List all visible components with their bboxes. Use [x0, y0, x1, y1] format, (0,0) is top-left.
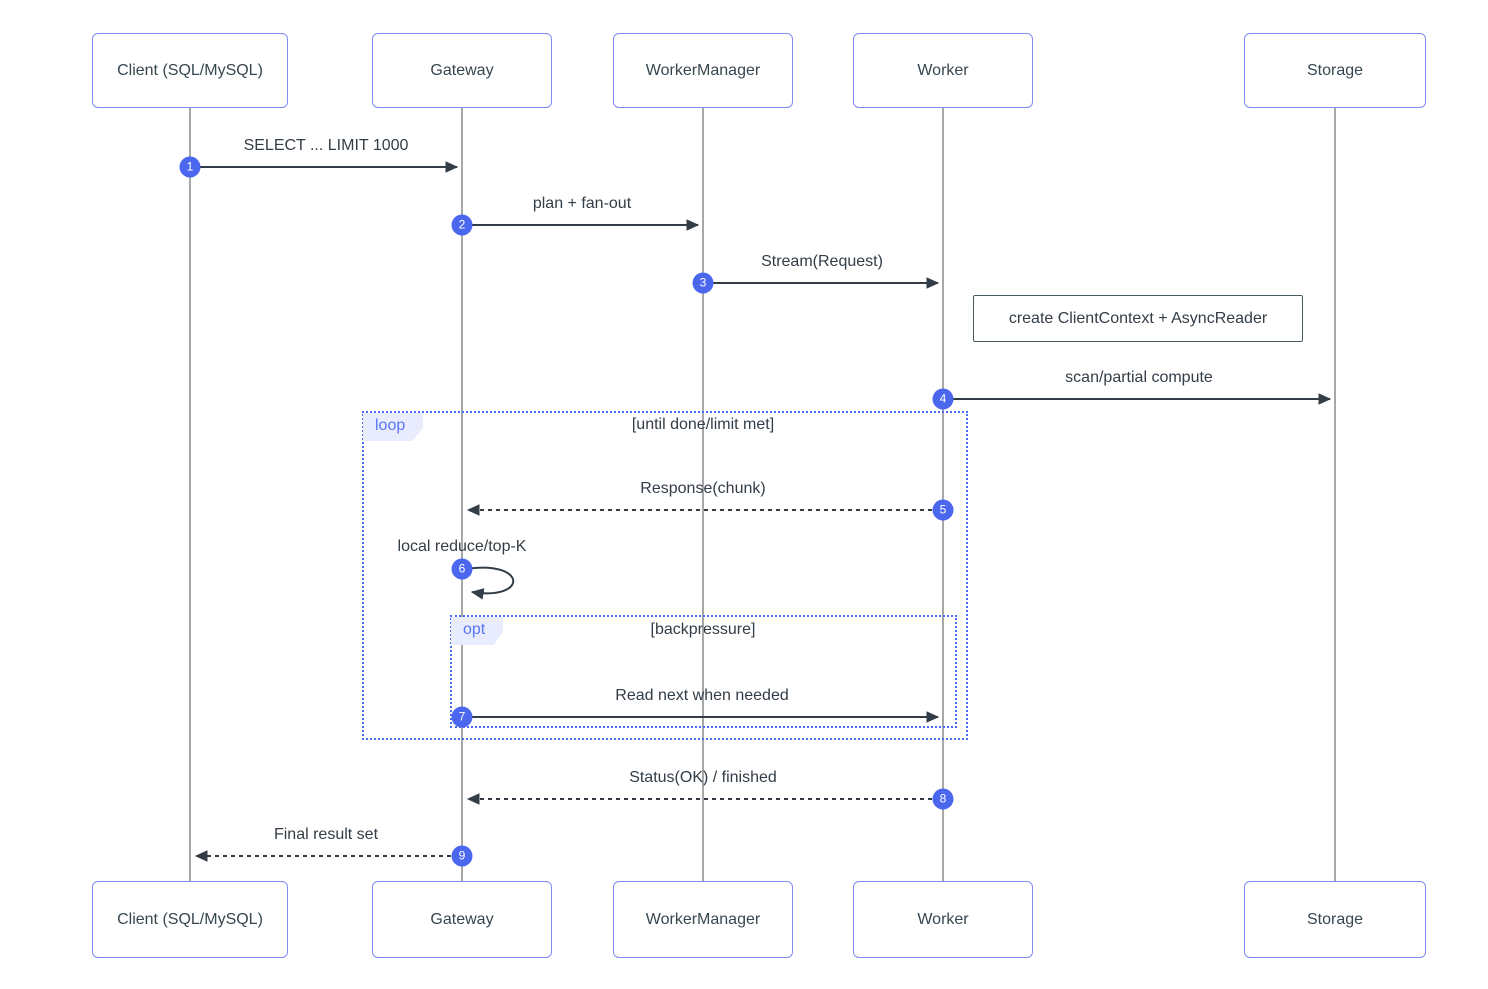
seq-badge-3: 3 — [692, 272, 714, 294]
message-label-4: scan/partial compute — [1065, 369, 1213, 386]
seq-badge-4: 4 — [932, 388, 954, 410]
seq-badge-8: 8 — [932, 788, 954, 810]
message-label-5: Response(chunk) — [640, 480, 766, 497]
loop-frame — [362, 411, 968, 740]
actor-top-workermanager: WorkerManager — [613, 33, 793, 108]
lifeline-client — [189, 108, 191, 881]
actor-bottom-worker: Worker — [853, 881, 1033, 958]
opt-label: opt — [451, 617, 504, 645]
lifeline-gateway — [461, 108, 463, 881]
lifeline-storage — [1334, 108, 1336, 881]
actor-top-client: Client (SQL/MySQL) — [92, 33, 288, 108]
actor-bottom-workermanager: WorkerManager — [613, 881, 793, 958]
self-loop-line-6 — [465, 566, 515, 600]
seq-badge-5: 5 — [932, 499, 954, 521]
actor-top-storage: Storage — [1244, 33, 1426, 108]
seq-badge-7: 7 — [451, 706, 473, 728]
seq-badge-6: 6 — [451, 558, 473, 580]
message-label-3: Stream(Request) — [761, 253, 883, 270]
actor-top-worker: Worker — [853, 33, 1033, 108]
note-over-worker-storage: create ClientContext + AsyncReader — [973, 295, 1303, 342]
message-label-8: Status(OK) / finished — [629, 769, 777, 786]
message-label-1: SELECT ... LIMIT 1000 — [243, 137, 409, 154]
seq-badge-2: 2 — [451, 214, 473, 236]
actor-bottom-client: Client (SQL/MySQL) — [92, 881, 288, 958]
seq-badge-1: 1 — [179, 156, 201, 178]
loop-label: loop — [363, 413, 424, 441]
lifeline-worker — [942, 108, 944, 881]
message-label-2: plan + fan-out — [532, 195, 632, 212]
message-label-7: Read next when needed — [615, 687, 789, 704]
opt-frame — [450, 615, 957, 728]
loop-condition: [until done/limit met] — [631, 416, 775, 433]
message-label-6: local reduce/top-K — [397, 538, 527, 555]
actor-top-gateway: Gateway — [372, 33, 552, 108]
message-label-9: Final result set — [273, 826, 379, 843]
lifeline-workermanager — [702, 108, 704, 881]
actor-bottom-storage: Storage — [1244, 881, 1426, 958]
seq-badge-9: 9 — [451, 845, 473, 867]
actor-bottom-gateway: Gateway — [372, 881, 552, 958]
opt-condition: [backpressure] — [650, 621, 756, 638]
